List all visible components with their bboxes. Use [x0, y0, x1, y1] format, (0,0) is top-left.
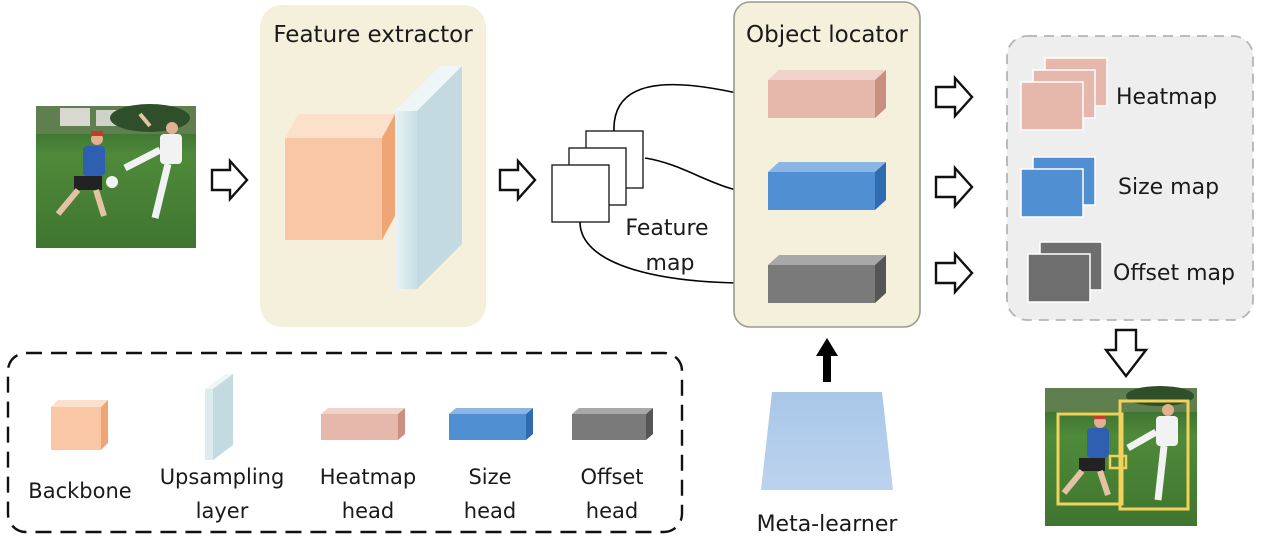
meta-learner-label: Meta-learner [757, 512, 899, 537]
hollow-arrow-icon [498, 157, 537, 203]
feature-map-stack [551, 130, 644, 223]
heatmap-head-bar [768, 70, 886, 118]
legend-size-head-bar [449, 408, 533, 440]
legend-size-head-label-line1: Size [468, 465, 511, 489]
output-maps-panel: Heatmap Size map Offset map [1006, 35, 1254, 321]
heatmap-output-stack [1020, 57, 1108, 131]
hollow-arrow-icon [934, 74, 974, 120]
object-locator-title: Object locator [746, 22, 909, 48]
offset-map-output-stack [1027, 241, 1103, 303]
meta-learner-shape [761, 392, 893, 490]
bounding-box-disc [1108, 454, 1128, 470]
hollow-down-arrow-icon [1103, 328, 1149, 378]
feature-map-label-line2: map [646, 251, 695, 276]
legend-backbone-cube [51, 400, 108, 450]
feature-extractor-panel: Feature extractor [260, 5, 486, 327]
size-head-bar [768, 162, 886, 210]
input-image [36, 104, 196, 248]
legend-heatmap-head-label-line1: Heatmap [320, 465, 416, 489]
legend-size-head-label-line2: head [464, 499, 516, 523]
offset-head-bar [768, 255, 886, 303]
object-locator-panel: Object locator [733, 1, 921, 328]
feature-map-label-line1: Feature [625, 216, 708, 241]
detection-result-image [1045, 386, 1197, 526]
legend-upsampling-label-line2: layer [196, 499, 249, 523]
legend-upsampling-label-line1: Upsampling [160, 465, 285, 489]
bounding-box-player-1 [1056, 412, 1124, 506]
legend-backbone-label: Backbone [28, 479, 131, 503]
solid-up-arrow-icon [816, 338, 838, 382]
feature-extractor-title: Feature extractor [273, 22, 473, 48]
heatmap-output-label: Heatmap [1116, 85, 1217, 110]
offset-map-output-label: Offset map [1113, 261, 1235, 286]
legend-heatmap-head-bar [321, 408, 405, 440]
legend-offset-head-label-line1: Offset [580, 465, 643, 489]
legend-upsampling-slab [205, 374, 233, 460]
legend-offset-head-label-line2: head [586, 499, 638, 523]
upsampling-slab [395, 66, 462, 289]
legend: Backbone Upsampling layer Heatmap head S… [6, 351, 684, 534]
size-map-output-stack [1020, 156, 1096, 218]
legend-offset-head-bar [572, 408, 653, 440]
hollow-arrow-icon [210, 157, 249, 203]
backbone-cube [285, 114, 395, 240]
hollow-arrow-icon [934, 164, 974, 210]
legend-heatmap-head-label-line2: head [342, 499, 394, 523]
connector-to-offset-head [579, 221, 768, 290]
hollow-arrow-icon [934, 250, 974, 296]
size-map-output-label: Size map [1118, 175, 1219, 200]
